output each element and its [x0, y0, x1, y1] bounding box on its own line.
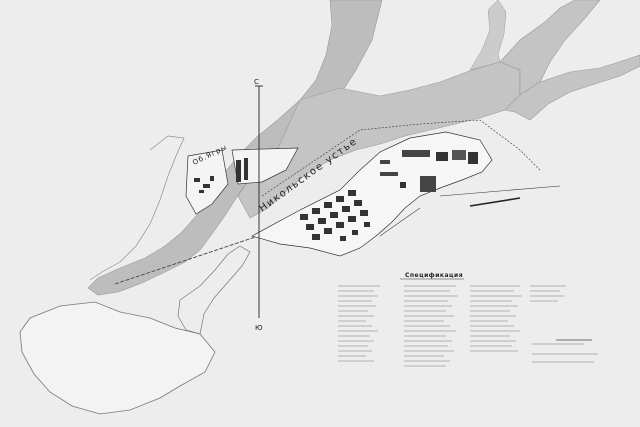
central-district: [231, 147, 299, 185]
left-island-district: [185, 149, 229, 215]
spec-title: Спецификация: [405, 272, 463, 279]
left-coastline: [89, 135, 185, 281]
river-branch-east: [504, 54, 640, 121]
southwest-lake: [19, 301, 216, 415]
specification-legend: Спецификация: [338, 272, 598, 367]
river-branch-north: [469, 0, 507, 71]
south-arrow-label: Ю: [255, 324, 263, 332]
estuary-water: [237, 61, 521, 219]
main-city-district: [251, 119, 561, 257]
north-arrow-label: С: [254, 78, 259, 86]
southwest-inlet: [177, 245, 251, 335]
